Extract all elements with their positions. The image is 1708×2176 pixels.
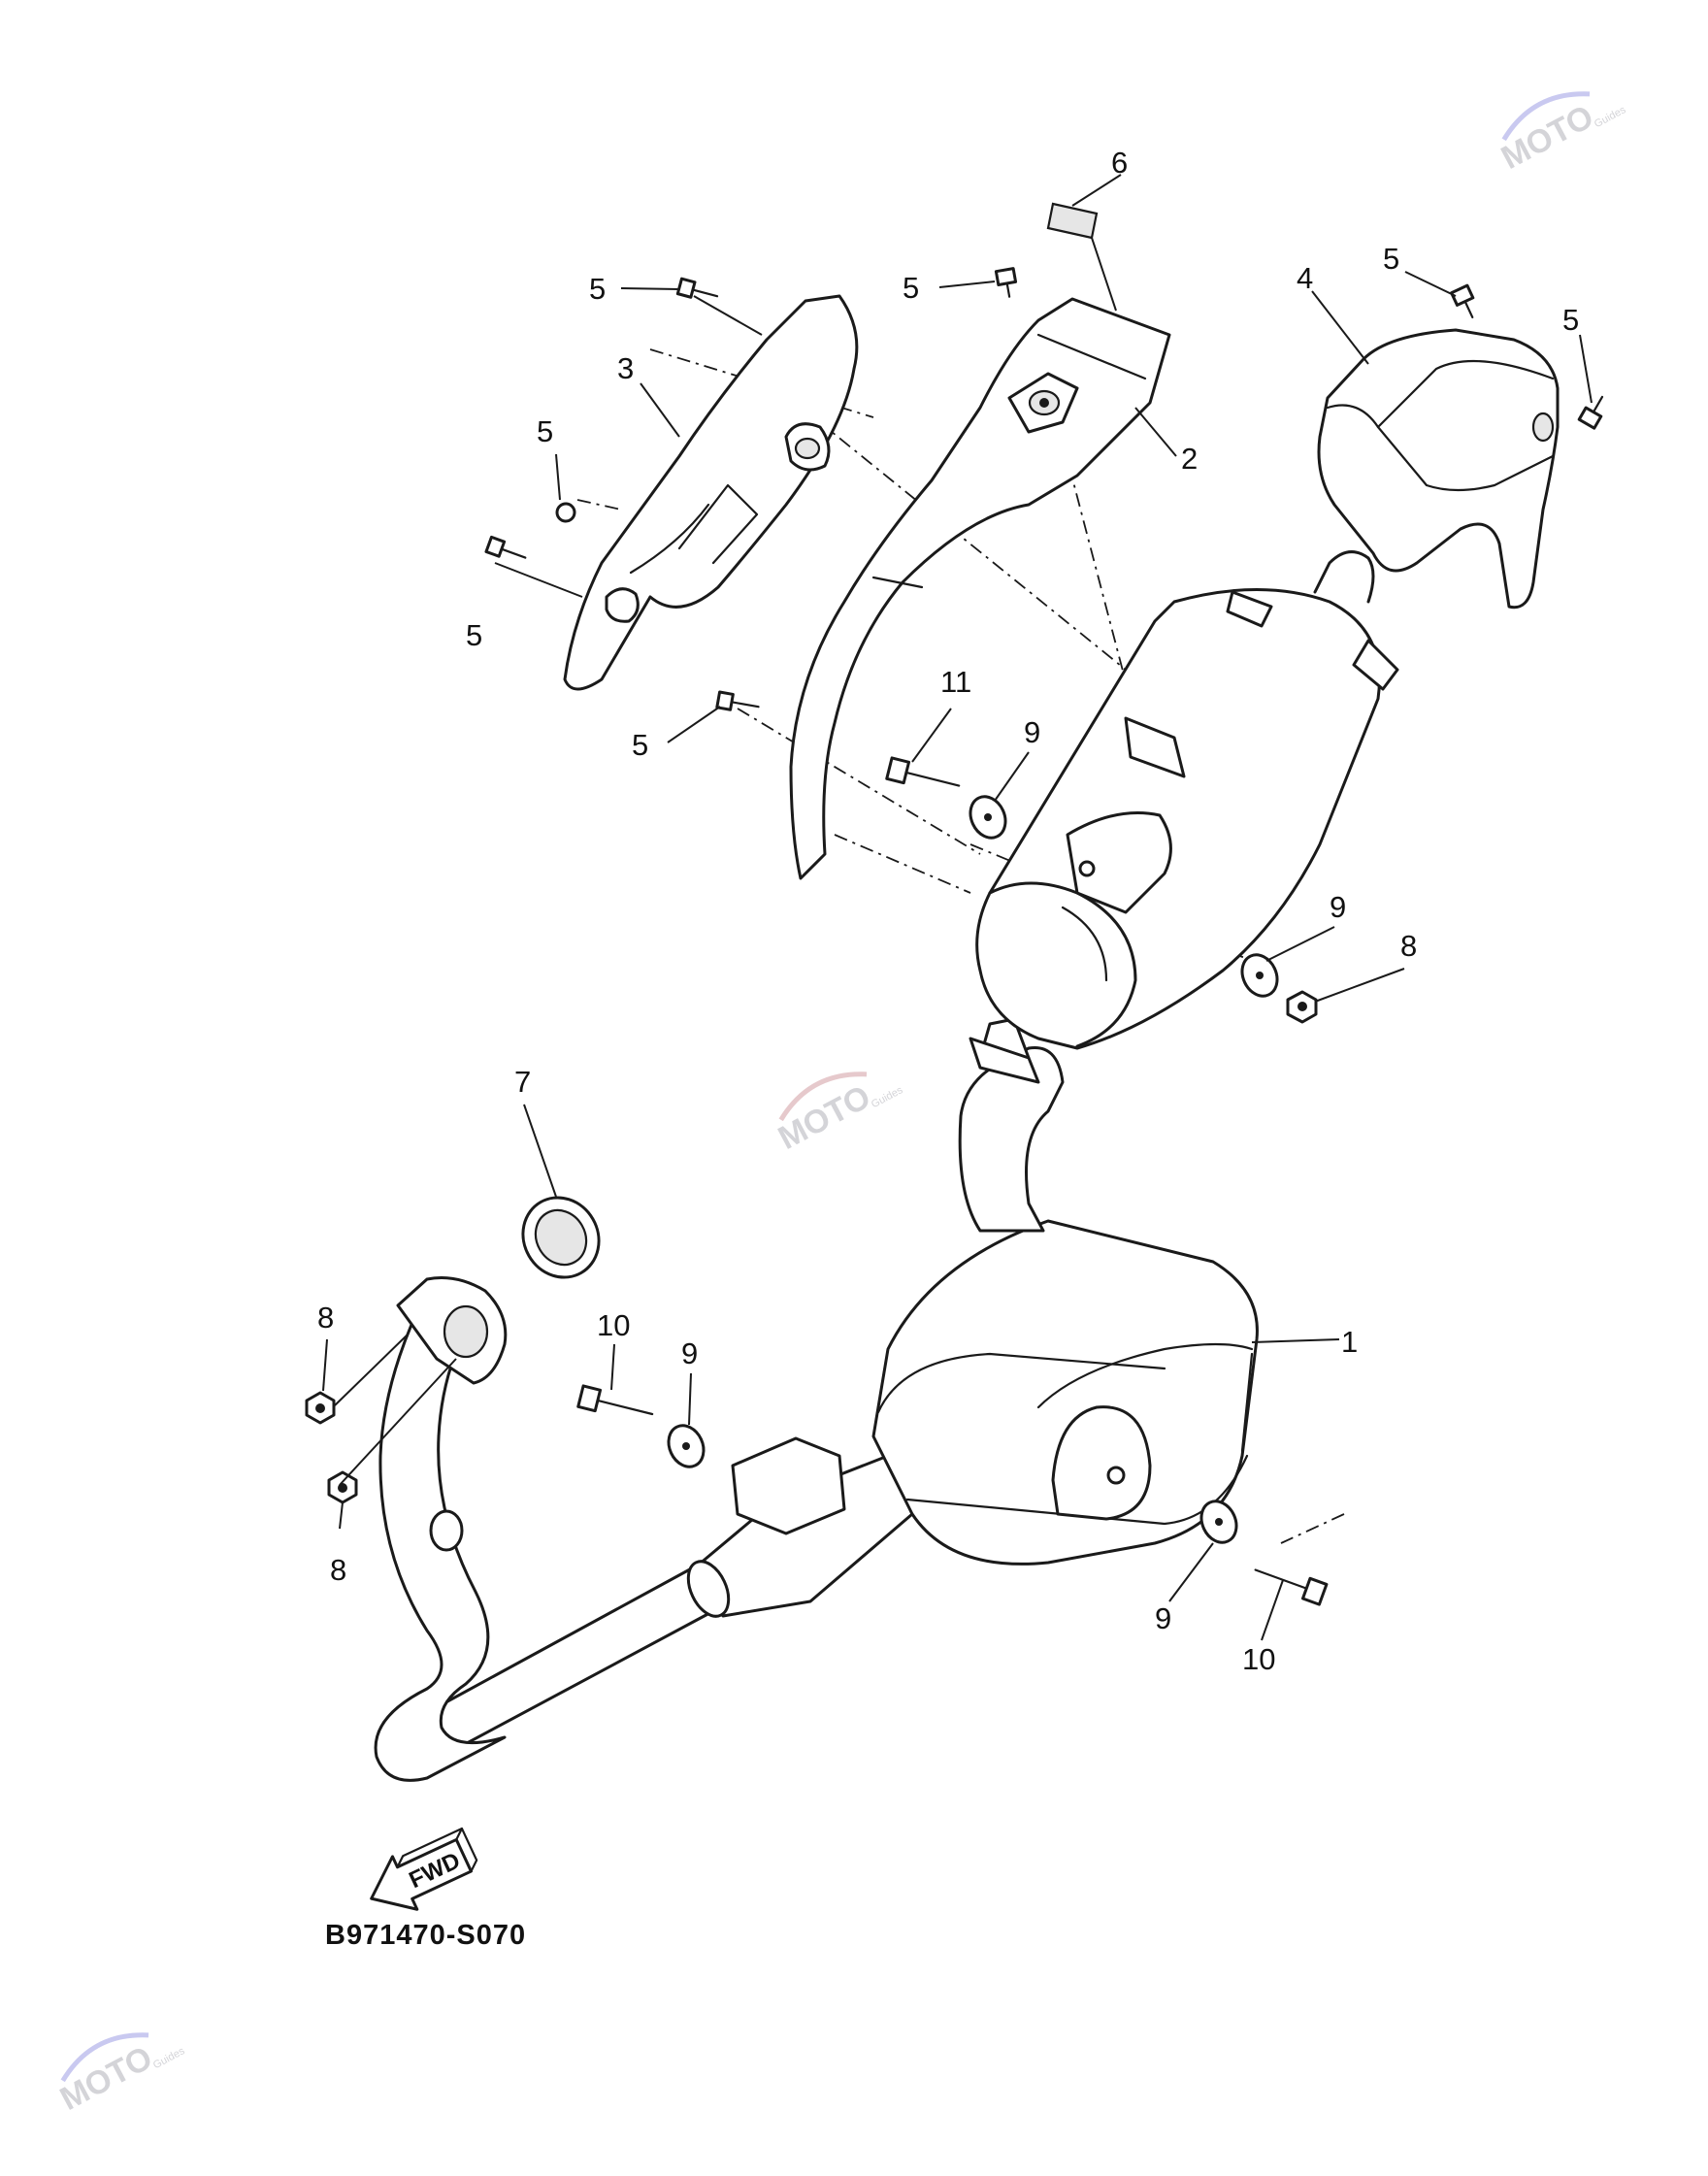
watermark-subtext: Guides [1593,104,1628,130]
watermark-text: MOTO [772,1078,876,1157]
nut-8a [1286,990,1318,1024]
callout-4: 4 [1297,261,1313,295]
callout-8: 8 [330,1553,346,1587]
watermark-subtext: Guides [151,2045,187,2071]
callout-5: 5 [1562,303,1579,337]
leader-lines [322,174,1593,1641]
bolt-11 [885,756,961,787]
nut-8c [327,1470,358,1504]
callout-3: 3 [617,351,634,385]
bolt-10a [576,1384,654,1416]
part-7-gasket [521,1196,601,1279]
callout-11: 11 [940,665,971,699]
part-2-heat-protector [789,297,1171,880]
washer-9b [1240,953,1279,998]
callout-8: 8 [317,1301,334,1335]
part-4-end-cover [1317,328,1560,610]
callout-6: 6 [1111,146,1128,180]
watermark-top-right: MOTO Guides [1495,91,1628,177]
callout-5: 5 [466,618,482,652]
part-1-exhaust-pipe [374,1276,715,1782]
callout-1: 1 [1341,1325,1358,1359]
callout-9: 9 [1155,1601,1171,1635]
callout-10: 10 [597,1308,630,1342]
bolt-5a [675,277,719,299]
part-1-muffler [686,1017,1259,1618]
bolt-5b [994,267,1018,298]
callout-5: 5 [903,271,919,305]
watermark-text: MOTO [54,2039,158,2118]
watermark-text: MOTO [1495,98,1599,177]
callout-9: 9 [681,1336,698,1370]
washer-9c [667,1424,706,1468]
watermark-subtext: Guides [870,1084,905,1110]
callout-7: 7 [514,1065,531,1099]
watermark-bottom-left: MOTO Guides [54,2032,187,2118]
callout-5: 5 [589,272,606,306]
washer-9a [969,795,1007,840]
callout-10: 10 [1242,1642,1275,1676]
part-3-heat-protector [563,294,859,691]
drawing-code: B971470-S070 [325,1920,526,1951]
nut-8b [305,1391,336,1425]
callout-5: 5 [537,414,553,448]
callout-5: 5 [632,728,648,762]
part-6-label [1046,202,1099,240]
callout-9: 9 [1330,890,1346,924]
callout-8: 8 [1400,929,1417,963]
bolt-5d [1577,395,1604,430]
bolt-5e [555,502,576,523]
callout-5: 5 [1383,242,1399,276]
bolt-5g [715,690,760,711]
bolt-10b [1254,1568,1329,1606]
upper-silencer [969,550,1399,1084]
washer-9d [1199,1500,1238,1544]
fwd-arrow: FWD [370,1827,478,1911]
callout-2: 2 [1181,442,1198,476]
bolt-5c [1450,283,1475,319]
watermark-center: MOTO Guides [772,1072,905,1157]
bolt-5f [484,535,527,559]
callout-9: 9 [1024,715,1040,749]
callout-labels: 5 3 5 5 5 5 6 2 4 5 5 11 9 9 8 7 8 10 9 … [317,146,1579,1676]
